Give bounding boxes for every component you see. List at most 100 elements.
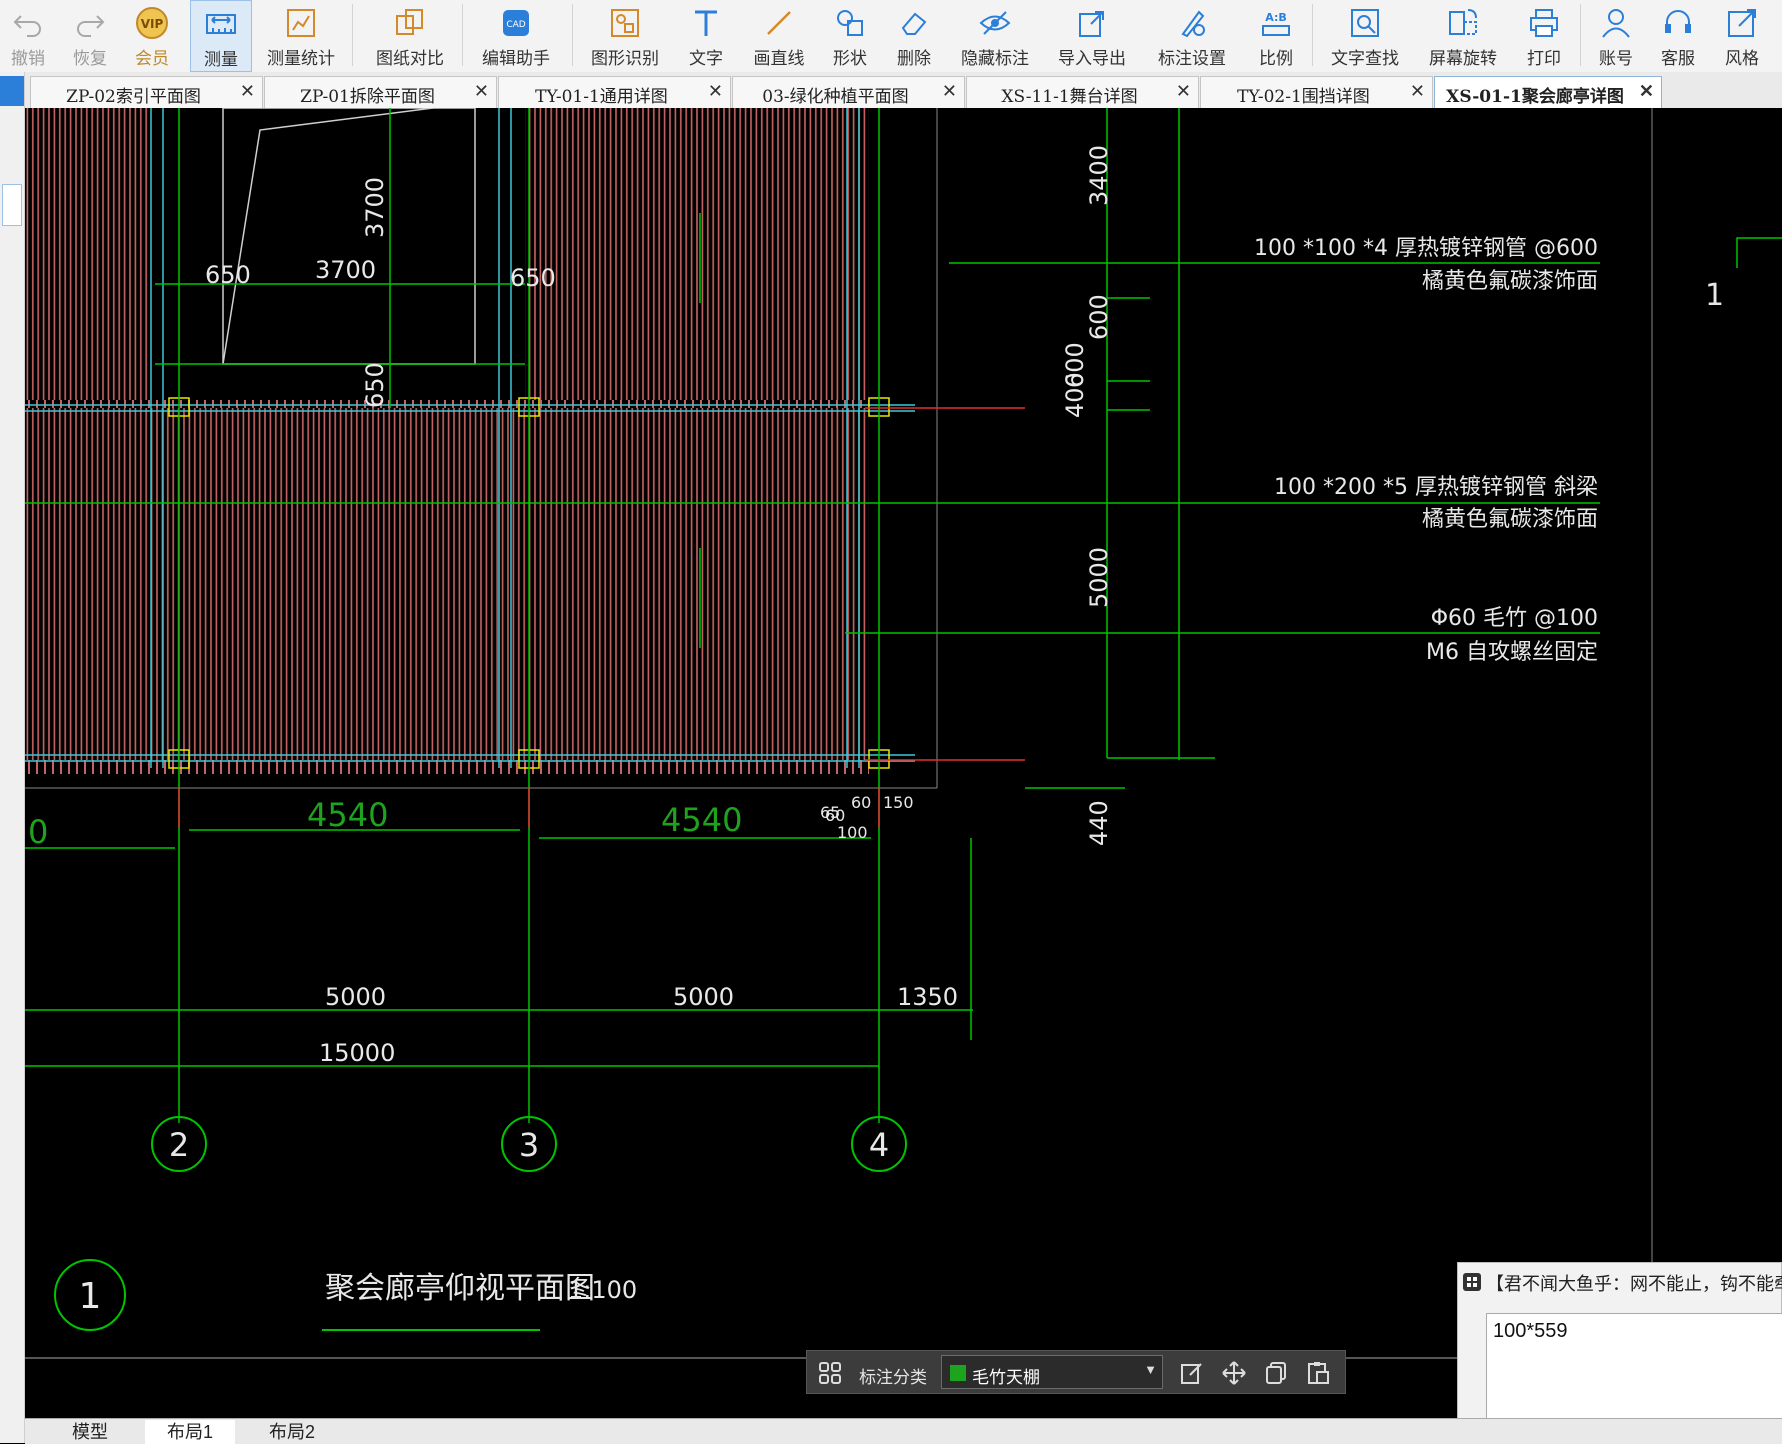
top-right-frame [1736,237,1782,268]
print-button[interactable]: 打印 [1518,0,1570,72]
hide-annotation-icon [979,11,1011,35]
edit-icon[interactable] [1179,1360,1205,1386]
import-export-label: 导入导出 [1058,49,1126,68]
panel-toggle-button[interactable] [0,76,24,106]
undo-button[interactable]: 撤销 [6,0,50,72]
move-icon[interactable] [1221,1360,1247,1386]
close-icon[interactable]: ✕ [473,81,489,102]
close-icon[interactable]: ✕ [707,81,723,102]
close-icon[interactable]: ✕ [239,81,255,102]
annotation-category-select[interactable]: 毛竹天棚 ▼ [941,1355,1163,1389]
shape-recognize-button[interactable]: 图形识别 [585,0,665,72]
tab-label: XS-11-1舞台详图 [1001,87,1138,107]
dim-text: 150 [883,793,914,812]
svg-text:VIP: VIP [141,17,164,31]
tab-ty-02-1[interactable]: TY-02-1围挡详图 ✕ [1200,76,1433,108]
shape-icon [837,10,863,36]
panel-expand-button[interactable] [2,184,22,226]
line-button[interactable]: 画直线 [748,0,810,72]
measurement-value-field[interactable]: 100*559 [1486,1313,1782,1433]
support-icon [1665,10,1691,33]
tab-zp-01[interactable]: ZP-01拆除平面图 ✕ [264,76,497,108]
text-search-button[interactable]: 文字查找 [1324,0,1406,72]
annotation-settings-icon [1181,10,1205,38]
account-icon [1602,9,1630,38]
compare-icon [396,9,423,35]
text-search-icon [1351,9,1379,37]
tab-xs-11-1[interactable]: XS-11-1舞台详图 ✕ [966,76,1199,108]
toolbar-separator [572,4,573,66]
vip-icon: VIP [136,7,168,39]
result-panel-title: 【君不闻大鱼乎：网不能止，钩不能牵 [1486,1274,1782,1294]
rotate-screen-button[interactable]: 屏幕旋转 [1422,0,1504,72]
dim-text: 60 [851,793,871,812]
tab-03-planting[interactable]: 03-绿化种植平面图 ✕ [732,76,965,108]
axis-bubbles: 2 3 4 [151,1116,907,1172]
support-button[interactable]: 客服 [1652,0,1704,72]
support-label: 客服 [1661,49,1695,68]
tab-zp-02[interactable]: ZP-02索引平面图 ✕ [30,76,263,108]
toolbar-separator [352,4,353,66]
dim-text: 5000 [673,983,734,1011]
annotation-category-label: 标注分类 [859,1368,927,1387]
cad-drawing-canvas[interactable]: 3700 3700 650 650 650 3400 600 600 400 5… [25,107,1782,1420]
style-icon [1728,9,1756,37]
vip-label: 会员 [135,49,169,68]
measure-stats-button[interactable]: 测量统计 [262,0,340,72]
dim-text: 600 [1085,294,1113,340]
dim-text: 65 [820,803,840,822]
grid-icon[interactable] [817,1360,843,1386]
bamboo-hatch [25,108,869,774]
compare-button[interactable]: 图纸对比 [370,0,450,72]
text-button[interactable]: 文字 [680,0,732,72]
print-label: 打印 [1527,49,1561,68]
annotation-category-bar: 标注分类 毛竹天棚 ▼ [806,1350,1346,1394]
delete-button[interactable]: 删除 [888,0,940,72]
vip-button[interactable]: VIP 会员 [130,0,174,72]
tab-label: ZP-01拆除平面图 [300,87,435,107]
rotate-screen-icon [1449,9,1477,35]
annotation-settings-button[interactable]: 标注设置 [1152,0,1232,72]
title-number: 1 [79,1276,102,1317]
cad-edit-button[interactable]: CAD 编辑助手 [476,0,556,72]
redo-button[interactable]: 恢复 [68,0,112,72]
measure-label: 测量 [204,50,238,69]
tab-label: ZP-02索引平面图 [66,87,201,107]
steel-beams [25,108,915,768]
hide-annotation-button[interactable]: 隐藏标注 [954,0,1036,72]
note-line: 100 *200 *5 厚热镀锌钢管 斜梁 [1274,475,1598,500]
text-search-label: 文字查找 [1331,49,1399,68]
app-logo-icon [1463,1273,1481,1291]
import-export-icon [1079,11,1104,37]
grid-outline [25,108,1653,1358]
material-notes: 100 *100 *4 厚热镀锌钢管 @600 橘黄色氟碳漆饰面 100 *20… [1254,236,1598,665]
shape-label: 形状 [833,49,867,68]
close-icon[interactable]: ✕ [941,81,957,102]
dim-text: 650 [361,362,389,408]
measure-button[interactable]: 测量 [190,0,252,72]
copy-icon[interactable] [1263,1360,1289,1386]
tab-layout2[interactable]: 布局2 [268,1422,315,1442]
shape-button[interactable]: 形状 [824,0,876,72]
tab-xs-01-1[interactable]: XS-01-1聚会廊亭详图 ✕ [1434,76,1662,108]
tab-ty-01-1[interactable]: TY-01-1通用详图 ✕ [498,76,731,108]
svg-text:CAD: CAD [506,20,525,30]
account-button[interactable]: 账号 [1590,0,1642,72]
scale-icon: A:B [1262,11,1290,36]
tab-label: XS-01-1聚会廊亭详图 [1446,87,1624,107]
close-icon[interactable]: ✕ [1409,81,1425,102]
dim-text: 3700 [315,256,376,284]
tab-model[interactable]: 模型 [72,1422,108,1442]
toolbar-separator [1580,4,1581,66]
import-export-button[interactable]: 导入导出 [1052,0,1132,72]
tab-layout1[interactable]: 布局1 [145,1420,235,1444]
paste-icon[interactable] [1305,1360,1331,1386]
measure-stats-icon [287,9,315,37]
scale-button[interactable]: A:B 比例 [1250,0,1302,72]
close-icon[interactable]: ✕ [1638,81,1654,102]
note-line: 橘黄色氟碳漆饰面 [1422,507,1598,532]
annotation-settings-label: 标注设置 [1158,49,1226,68]
style-button[interactable]: 风格 [1716,0,1768,72]
note-line: Φ60 毛竹 @100 [1431,606,1598,631]
close-icon[interactable]: ✕ [1175,81,1191,102]
